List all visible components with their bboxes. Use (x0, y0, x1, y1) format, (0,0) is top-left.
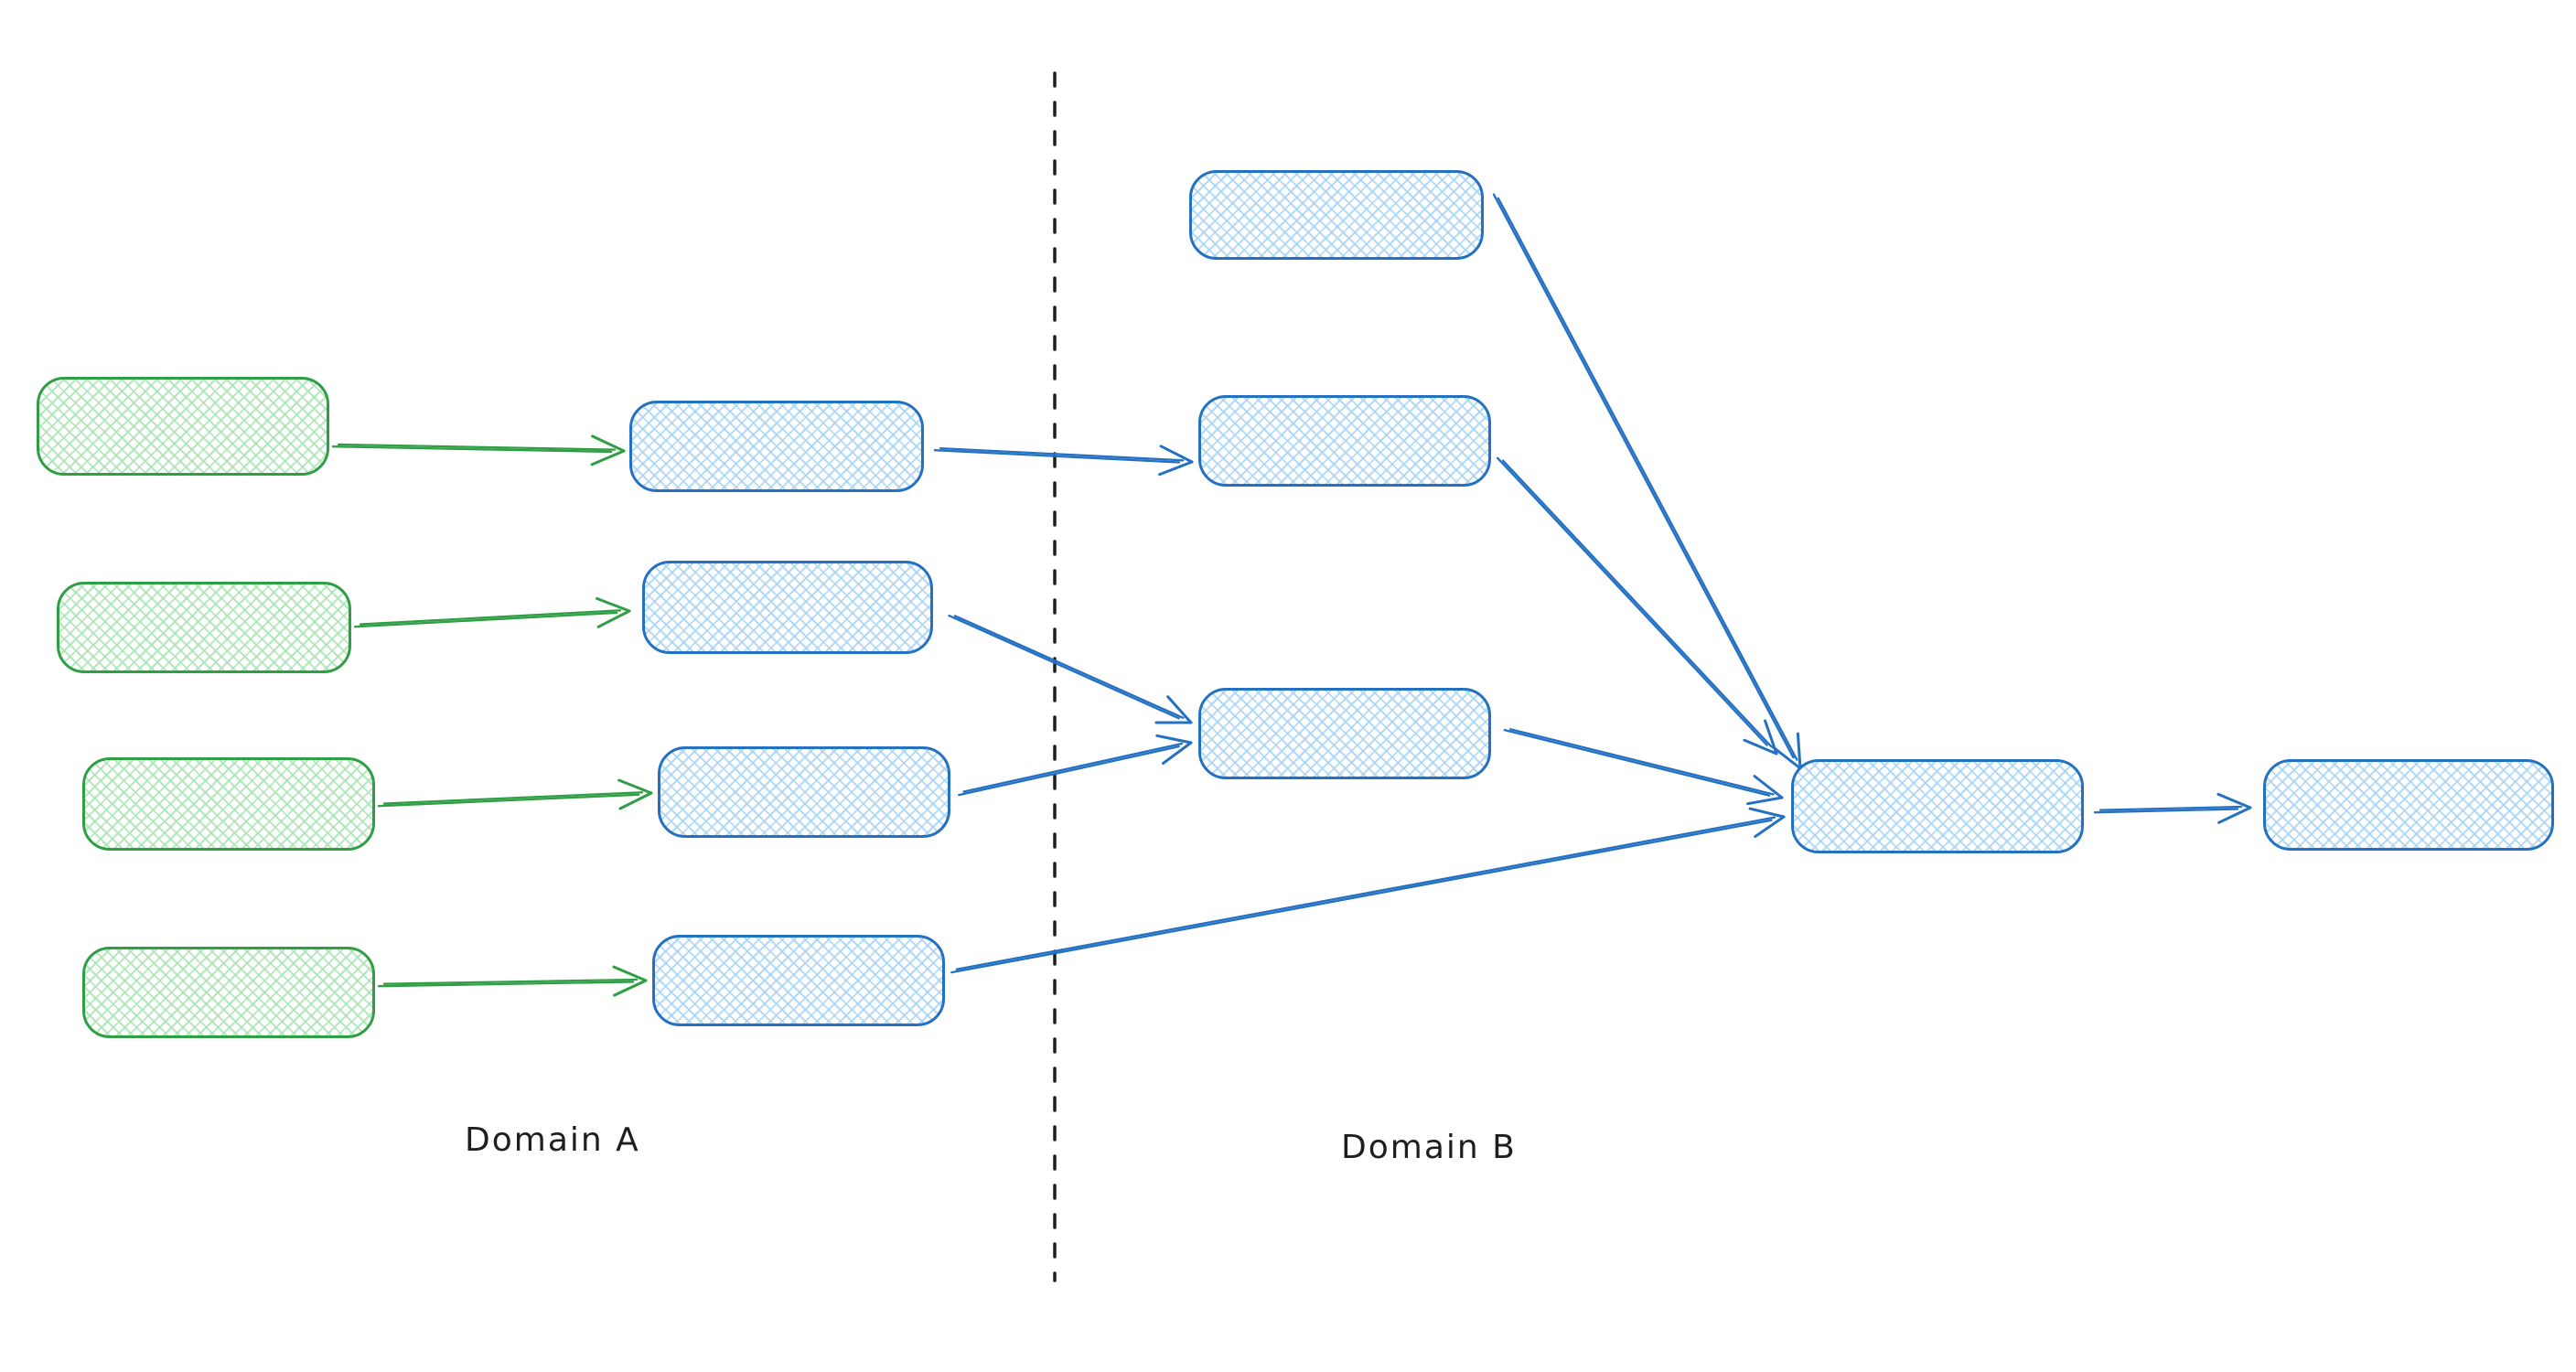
edge-a3-to-b3[interactable] (958, 734, 1193, 797)
node-blue-a2[interactable] (642, 561, 933, 654)
node-blue-a3[interactable] (658, 746, 950, 838)
node-green-2[interactable] (57, 582, 351, 673)
node-green-4[interactable] (82, 947, 375, 1038)
edge-green4-to-a4[interactable] (377, 965, 648, 997)
edge-a4-to-c[interactable] (950, 807, 1786, 974)
node-blue-d[interactable] (2263, 759, 2554, 851)
node-blue-a4[interactable] (652, 935, 945, 1026)
edge-b1-to-c[interactable] (1492, 193, 1802, 770)
edge-a1-to-b2[interactable] (933, 445, 1194, 477)
node-blue-a1[interactable] (629, 401, 924, 492)
node-green-3[interactable] (82, 757, 375, 851)
edge-b2-to-c[interactable] (1496, 456, 1778, 756)
node-blue-b3[interactable] (1198, 688, 1491, 779)
edge-c-to-d[interactable] (2093, 792, 2252, 824)
domain-b-label: Domain B (1341, 1129, 1517, 1166)
edge-b3-to-c[interactable] (1503, 728, 1784, 806)
edge-green1-to-a1[interactable] (331, 434, 626, 466)
node-blue-b2[interactable] (1198, 395, 1491, 487)
edge-green3-to-a3[interactable] (377, 778, 653, 810)
domain-a-label: Domain A (465, 1121, 640, 1159)
edge-a2-to-b3[interactable] (948, 614, 1193, 724)
edge-green2-to-a2[interactable] (353, 596, 631, 628)
node-green-1[interactable] (37, 377, 329, 476)
node-blue-c[interactable] (1791, 759, 2084, 853)
node-blue-b1[interactable] (1189, 170, 1484, 260)
